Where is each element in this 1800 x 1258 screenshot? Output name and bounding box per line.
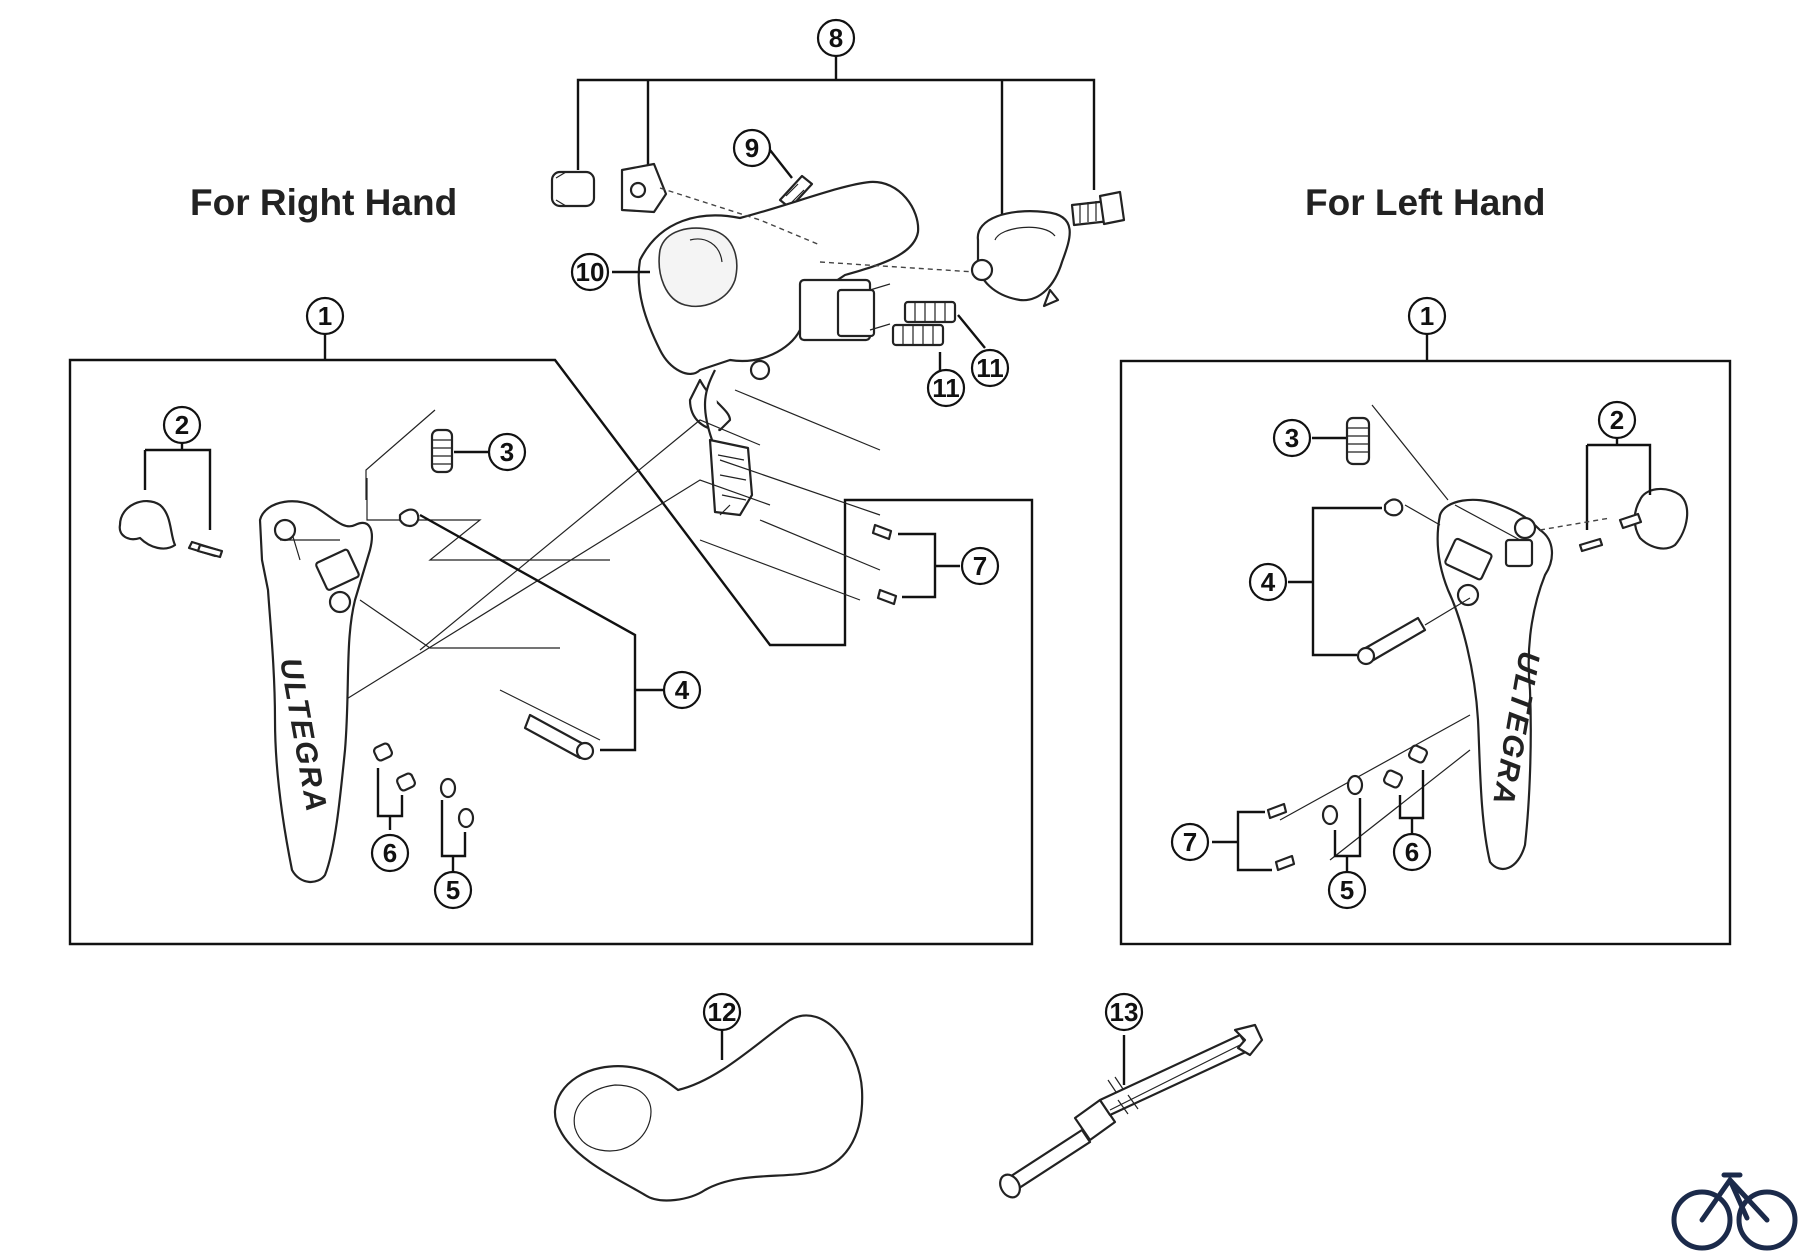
callout-right-3-label: 3 [500, 437, 514, 467]
clamp-bolt-right [1070, 190, 1126, 227]
right-spring-3 [365, 409, 488, 500]
callout-right-2-label: 2 [175, 410, 189, 440]
callout-left-7: 7 [1170, 822, 1210, 862]
callout-right-7: 7 [960, 546, 1000, 586]
callout-11b-label: 11 [932, 373, 960, 403]
callout-left-6: 6 [1392, 832, 1432, 872]
right-springs-6 [373, 742, 416, 830]
heading-left-hand: For Left Hand [1305, 182, 1545, 223]
callout-right-3: 3 [487, 432, 527, 472]
callout-right-6-label: 6 [383, 838, 397, 868]
callout-left-6-label: 6 [1405, 837, 1419, 867]
callout-10: 10 [570, 252, 610, 292]
right-shift-lever: ULTEGRA [258, 500, 373, 883]
callout-left-3-label: 3 [1285, 423, 1299, 453]
callout-left-1-label: 1 [1420, 301, 1434, 331]
callout-right-2: 2 [162, 405, 202, 445]
hood-cover [554, 1014, 864, 1202]
callout-8-label: 8 [829, 23, 843, 53]
left-screws-7 [1212, 802, 1296, 872]
callout-10-label: 10 [576, 257, 605, 287]
callout-left-4: 4 [1248, 562, 1288, 602]
callout-right-4: 4 [662, 670, 702, 710]
callout-9-label: 9 [745, 133, 759, 163]
left-washers-5 [1321, 774, 1364, 872]
right-washers-5 [439, 777, 475, 872]
callout-11b: 11 [926, 368, 966, 408]
callout-right-5: 5 [433, 870, 473, 910]
right-screws-7 [871, 523, 960, 606]
callout-9: 9 [732, 128, 772, 168]
connector-plugs [891, 300, 986, 375]
callout-right-1-label: 1 [318, 301, 332, 331]
callout-left-2-label: 2 [1610, 405, 1624, 435]
callout-8: 8 [816, 18, 856, 58]
left-shift-lever: ULTEGRA [1436, 498, 1553, 871]
left-spring-3 [1312, 416, 1371, 466]
callout-left-5-label: 5 [1340, 875, 1354, 905]
cable-connector [708, 438, 754, 517]
heading-right-hand: For Right Hand [190, 182, 457, 223]
bracket-assembly [550, 55, 1126, 517]
callout-right-7-label: 7 [973, 551, 987, 581]
callout-right-4-label: 4 [675, 675, 690, 705]
callout-11a-label: 11 [976, 353, 1004, 383]
clamp-band [970, 210, 1071, 308]
tool [999, 1023, 1264, 1199]
left-pin-4 [1288, 498, 1471, 666]
right-pin-4 [398, 508, 668, 761]
callout-left-1: 1 [1407, 296, 1447, 336]
callout-right-6: 6 [370, 833, 410, 873]
left-part-2 [1539, 425, 1689, 553]
callout-left-4-label: 4 [1261, 567, 1276, 597]
callout-13-label: 13 [1110, 997, 1139, 1027]
callout-13: 13 [1104, 992, 1144, 1032]
left-hand-assembly: ULTEGRA [1119, 330, 1732, 946]
left-springs-6 [1383, 744, 1428, 835]
right-part-2 [118, 425, 220, 558]
callout-right-1: 1 [305, 296, 345, 336]
callout-left-7-label: 7 [1183, 827, 1197, 857]
callout-11a: 11 [970, 348, 1010, 388]
callout-12-label: 12 [708, 997, 737, 1027]
callout-left-3: 3 [1272, 418, 1312, 458]
bracket-body [637, 180, 976, 461]
callout-12: 12 [702, 992, 742, 1032]
callout-right-5-label: 5 [446, 875, 460, 905]
callout-left-5: 5 [1327, 870, 1367, 910]
right-hand-assembly: ULTEGRA [68, 330, 1034, 946]
bicycle-icon [1671, 1172, 1798, 1251]
callout-left-2: 2 [1597, 400, 1637, 440]
clamp-bolt [550, 162, 668, 214]
